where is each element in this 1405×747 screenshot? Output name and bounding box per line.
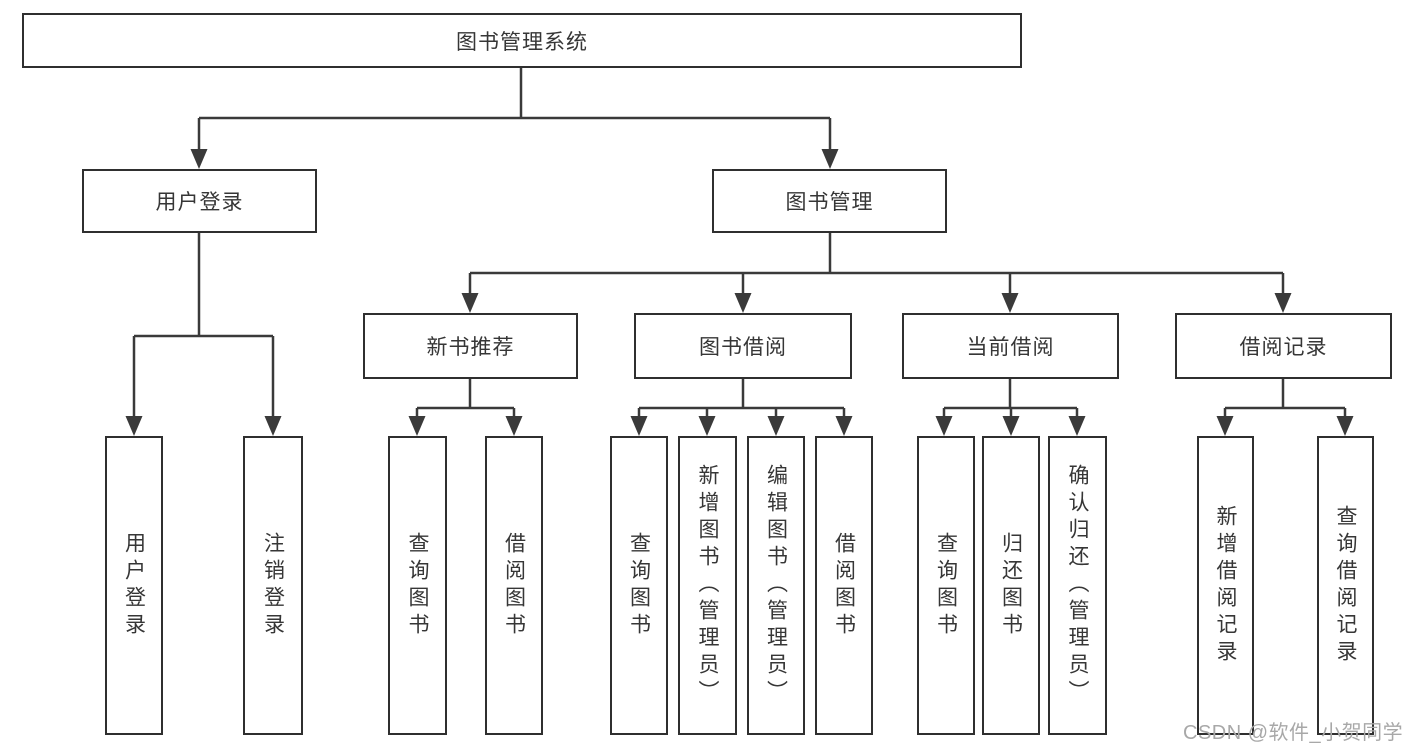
node-label: 编辑图书（管理员） [764, 464, 788, 707]
node-label: 用户登录 [122, 531, 146, 640]
arrowhead-icon [461, 293, 479, 313]
arrowhead-icon [408, 416, 426, 436]
leaf-query-books-borrowing: 查询图书 [610, 436, 668, 735]
leaf-borrow-books-recommend: 借阅图书 [485, 436, 543, 735]
leaf-logout: 注销登录 [243, 436, 303, 735]
arrowhead-icon [698, 416, 716, 436]
arrowhead-icon [767, 416, 785, 436]
leaf-add-borrow-record: 新增借阅记录 [1197, 436, 1254, 735]
node-label: 查询图书 [406, 531, 429, 640]
arrowhead-icon [630, 416, 648, 436]
arrowhead-icon [505, 416, 523, 436]
node-label: 借阅图书 [502, 531, 526, 640]
leaf-edit-books-admin: 编辑图书（管理员） [747, 436, 805, 735]
arrowhead-icon [835, 416, 853, 436]
node-label: 查询图书 [934, 531, 958, 640]
arrowhead-icon [1068, 416, 1086, 436]
node-label: 图书借阅 [699, 336, 787, 359]
leaf-query-borrow-record: 查询借阅记录 [1317, 436, 1374, 735]
node-label: 新书推荐 [426, 336, 515, 359]
leaf-confirm-return-admin: 确认归还（管理员） [1048, 436, 1107, 735]
arrowhead-icon [1336, 416, 1354, 436]
leaf-query-books-current: 查询图书 [917, 436, 975, 735]
node-label: 图书管理系统 [456, 30, 588, 54]
node-label: 当前借阅 [966, 336, 1055, 359]
arrowhead-icon [125, 416, 143, 436]
arrowhead-icon [1274, 293, 1292, 313]
node-user-login: 用户登录 [82, 169, 317, 233]
arrowhead-icon [1002, 416, 1020, 436]
node-library-management-system: 图书管理系统 [22, 13, 1022, 68]
node-label: 新增图书（管理员） [696, 464, 719, 707]
node-current-borrowing: 当前借阅 [902, 313, 1119, 379]
node-label: 借阅图书 [832, 531, 856, 640]
node-book-borrowing: 图书借阅 [634, 313, 852, 379]
node-new-book-recommend: 新书推荐 [363, 313, 578, 379]
node-label: 借阅记录 [1239, 336, 1328, 359]
node-book-management: 图书管理 [712, 169, 947, 233]
arrowhead-icon [1216, 416, 1234, 436]
csdn-watermark: CSDN @软件_小贺同学 [1183, 722, 1404, 744]
node-label: 新增借阅记录 [1214, 504, 1237, 667]
node-label: 图书管理 [785, 191, 874, 214]
node-borrowing-records: 借阅记录 [1175, 313, 1392, 379]
node-label: 用户登录 [155, 191, 244, 214]
node-label: 查询借阅记录 [1334, 504, 1357, 667]
node-label: 归还图书 [999, 531, 1023, 640]
arrowhead-icon [821, 149, 839, 169]
arrowhead-icon [935, 416, 953, 436]
arrowhead-icon [264, 416, 282, 436]
node-label: 确认归还（管理员） [1066, 464, 1089, 707]
arrowhead-icon [190, 149, 208, 169]
leaf-user-login: 用户登录 [105, 436, 163, 735]
node-label: 注销登录 [261, 531, 285, 640]
arrowhead-icon [1001, 293, 1019, 313]
leaf-borrow-books: 借阅图书 [815, 436, 873, 735]
leaf-query-books-recommend: 查询图书 [388, 436, 447, 735]
leaf-return-books: 归还图书 [982, 436, 1040, 735]
arrowhead-icon [734, 293, 752, 313]
leaf-add-books-admin: 新增图书（管理员） [678, 436, 737, 735]
node-label: 查询图书 [627, 531, 651, 640]
